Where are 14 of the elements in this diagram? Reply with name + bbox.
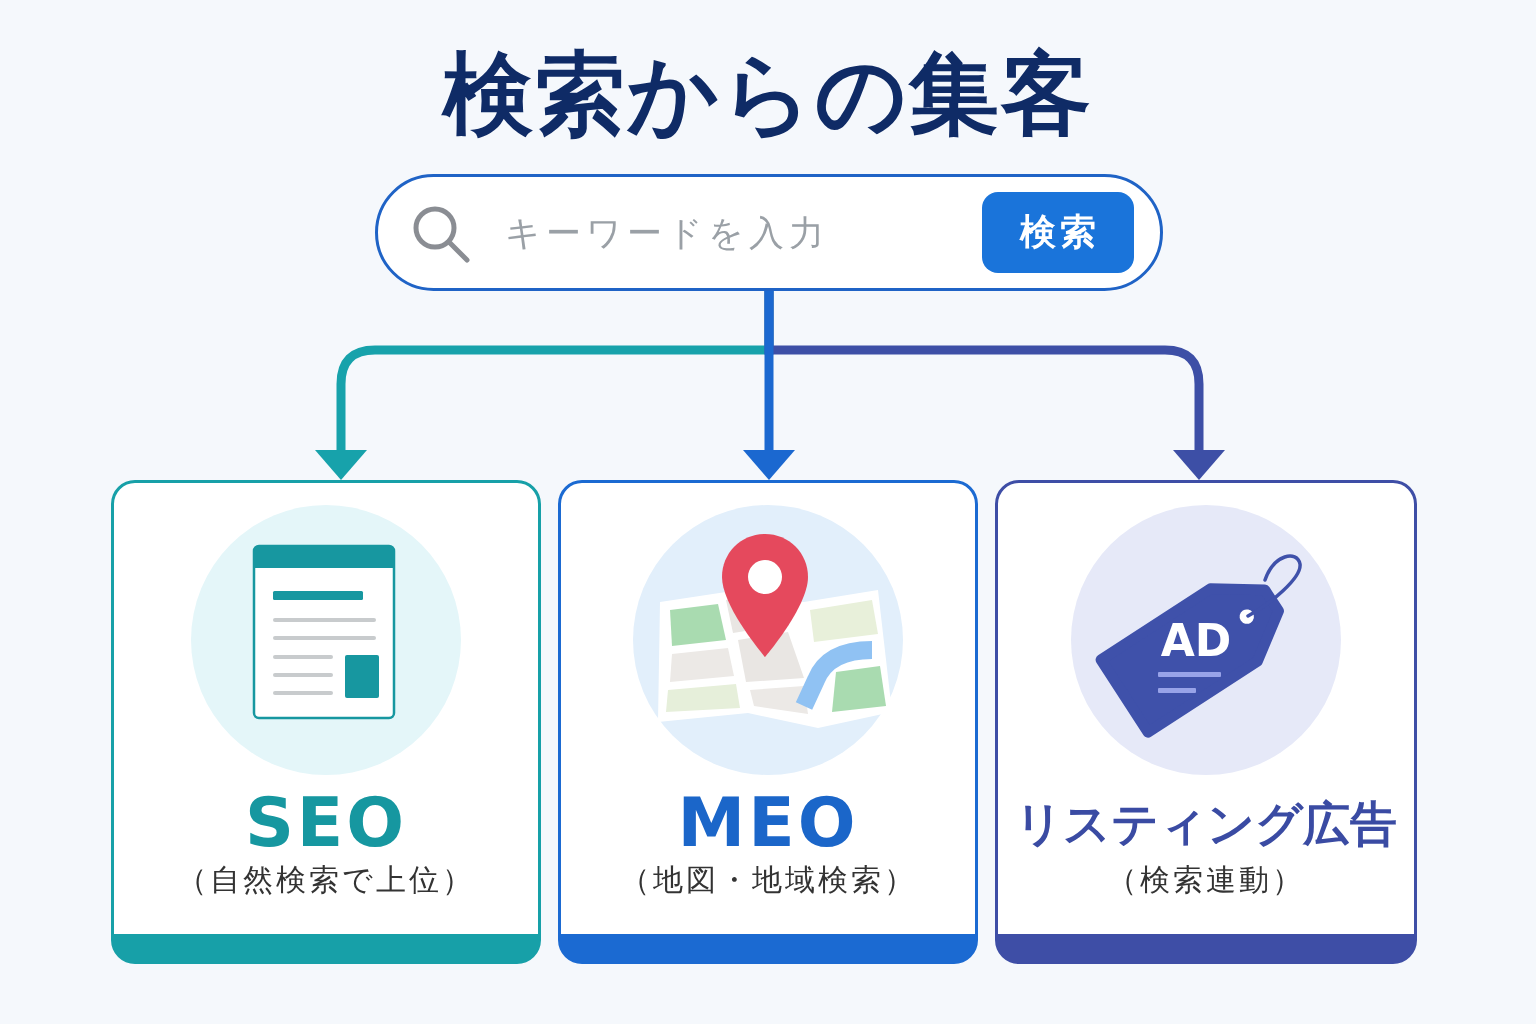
- card-title: SEO: [244, 789, 408, 857]
- card-title: MEO: [677, 789, 859, 857]
- search-input-field: キーワードを入力: [505, 212, 829, 254]
- search-button: 検索: [982, 192, 1134, 273]
- category-card: [558, 480, 978, 964]
- card-title: リスティング広告: [1015, 799, 1397, 847]
- card-subtitle: （自然検索で上位）: [177, 862, 475, 898]
- category-card: [111, 480, 541, 964]
- card-subtitle: （検索連動）: [1107, 862, 1305, 898]
- arrow: [743, 291, 795, 480]
- category-card: [995, 480, 1417, 964]
- title: 検索からの集客: [443, 44, 1093, 143]
- card-subtitle: （地図・地域検索）: [619, 862, 917, 898]
- tag-text: AD: [1160, 615, 1232, 666]
